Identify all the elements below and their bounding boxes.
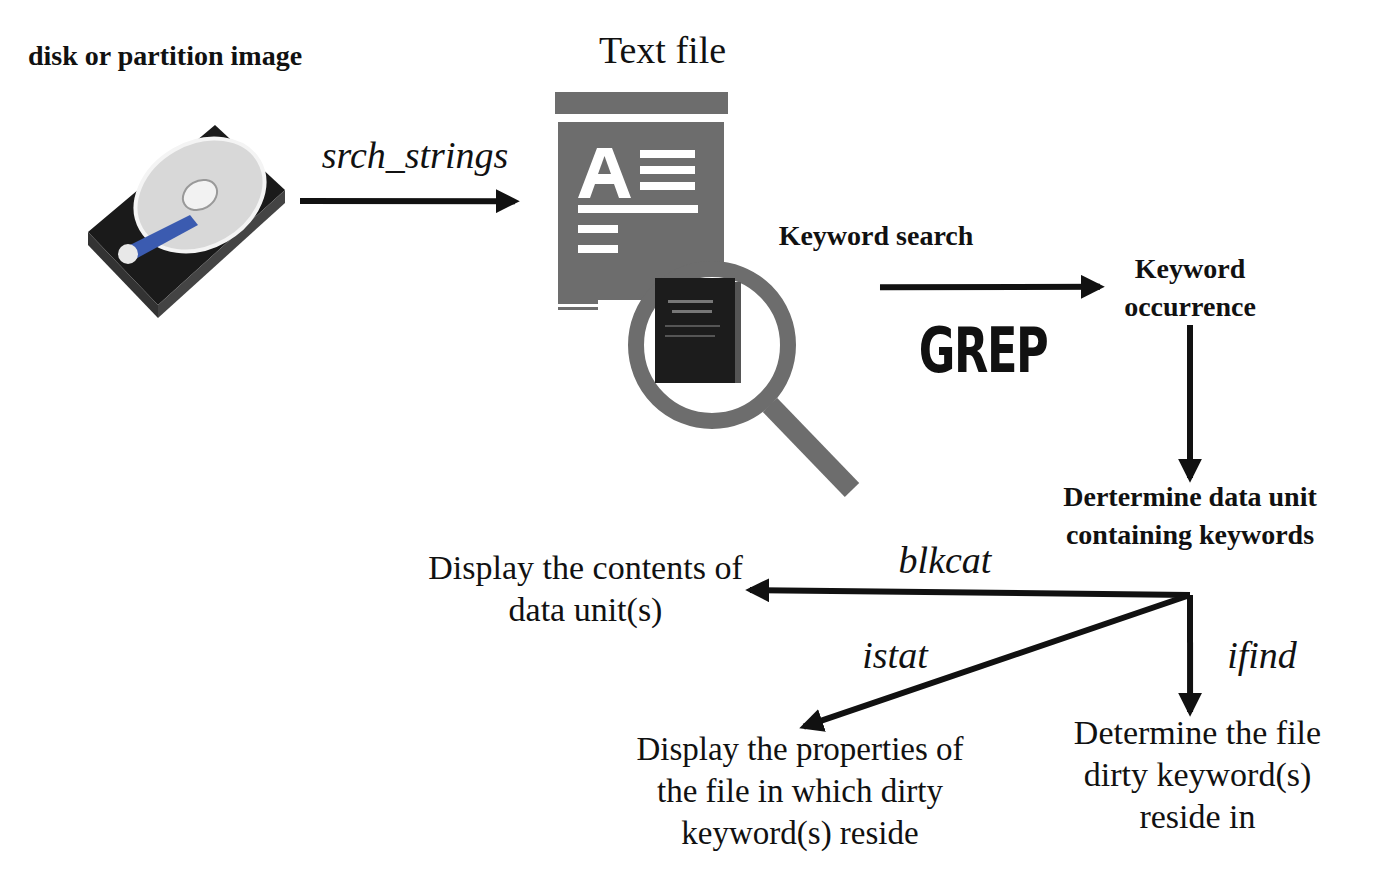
flow-arrow bbox=[1187, 595, 1193, 712]
command-label: srch_strings bbox=[322, 133, 509, 177]
flow-arrow bbox=[1187, 325, 1193, 478]
result-text: Display the properties of the file in wh… bbox=[619, 728, 981, 854]
node-heading: Text file bbox=[555, 28, 770, 72]
flow-arrow bbox=[880, 284, 1100, 290]
result-node: Display the contents of data unit(s) bbox=[420, 545, 750, 635]
result-text: Determine the file dirty keyword(s) resi… bbox=[1055, 712, 1340, 838]
disk-image-node: disk or partition image bbox=[20, 35, 300, 325]
tool-logo: GREP bbox=[919, 314, 1047, 387]
hard-disk-icon bbox=[88, 116, 285, 318]
result-text: Display the contents of data unit(s) bbox=[428, 547, 743, 631]
flow-arrow bbox=[804, 595, 1190, 727]
result-node: Display the properties of the file in wh… bbox=[610, 728, 990, 858]
book-cover bbox=[655, 278, 735, 383]
step-label: Keyword search bbox=[779, 220, 974, 252]
magnifier-icon bbox=[636, 269, 852, 490]
result-node: Determine the file dirty keyword(s) resi… bbox=[1055, 712, 1340, 842]
node-heading: disk or partition image bbox=[28, 39, 302, 73]
flow-arrow bbox=[750, 590, 1190, 595]
command-label: blkcat bbox=[899, 538, 992, 582]
command-label: ifind bbox=[1227, 633, 1297, 677]
step-node: Keyword occurrence bbox=[1100, 250, 1280, 325]
flow-arrow bbox=[300, 198, 515, 204]
step-text: Dertermine data unit containing keywords bbox=[1060, 478, 1320, 554]
step-node: Dertermine data unit containing keywords bbox=[1060, 478, 1320, 595]
text-file-node: Text file bbox=[515, 28, 880, 500]
command-label: istat bbox=[862, 633, 927, 677]
step-text: Keyword occurrence bbox=[1100, 250, 1280, 326]
